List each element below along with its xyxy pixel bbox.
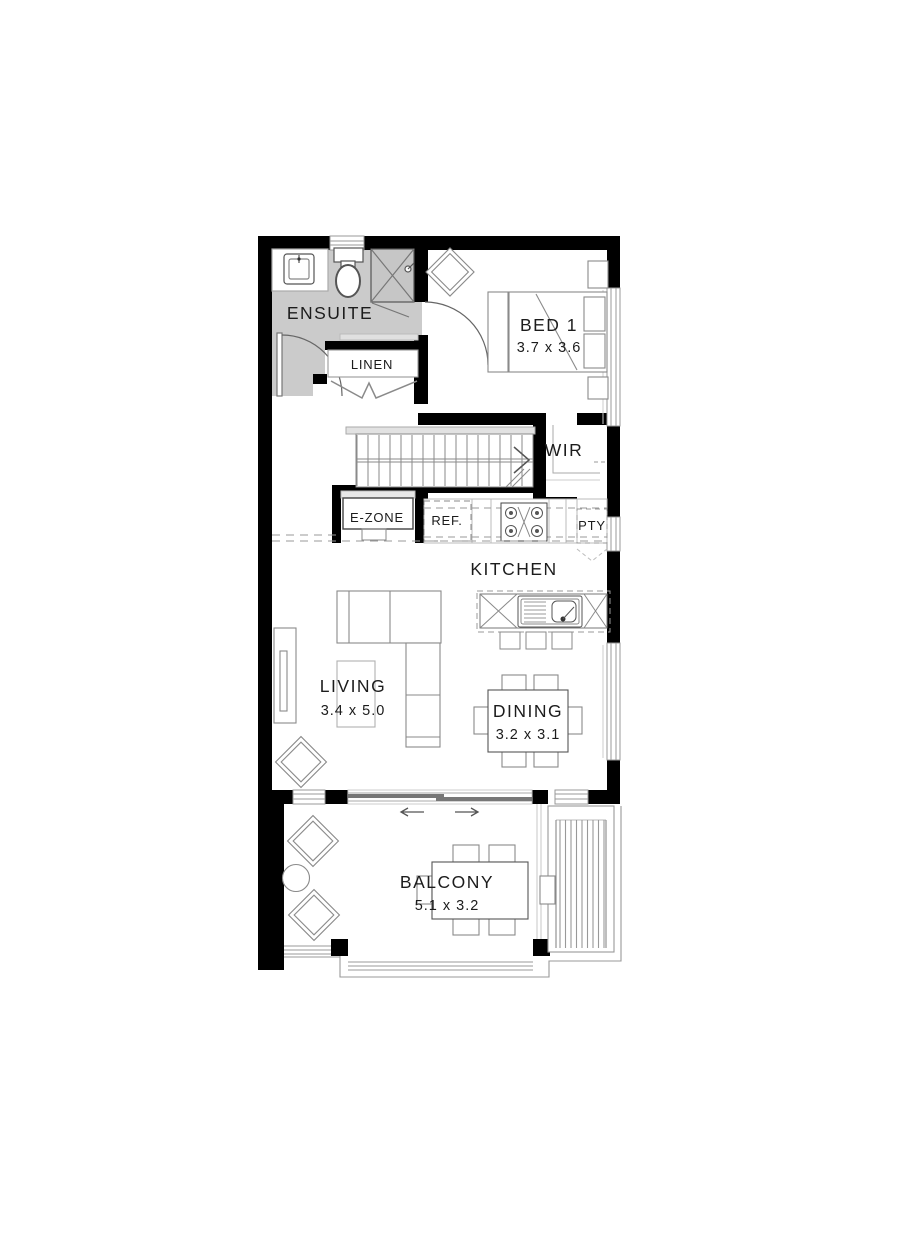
linen-cupboard — [327, 349, 419, 378]
ezone-chair — [361, 528, 387, 541]
armchair — [425, 247, 475, 297]
room-label-bed1: BED 1 — [520, 315, 578, 335]
room-label-wir: WIR — [545, 440, 584, 460]
room-dims-balcony: 5.1 x 3.2 — [415, 898, 480, 914]
ezone-bench — [340, 490, 416, 499]
outdoor-chair — [488, 917, 516, 936]
dining-table — [487, 689, 569, 753]
toilet — [333, 247, 364, 298]
furniture-bed1 — [425, 247, 609, 400]
room-label-ensuite: ENSUITE — [287, 303, 373, 323]
furniture-living — [273, 590, 442, 789]
sliding-door — [347, 789, 533, 817]
balcony-post — [533, 939, 550, 956]
outdoor-chair — [452, 844, 480, 863]
room-dims-dining: 3.2 x 3.1 — [496, 727, 561, 743]
shower — [370, 248, 415, 318]
kitchen-fixtures — [272, 490, 608, 562]
sofa — [336, 590, 442, 748]
outdoor-dining — [416, 844, 556, 936]
outdoor-chair — [488, 844, 516, 863]
room-label-kitchen: KITCHEN — [470, 559, 557, 579]
dining-chair — [566, 706, 583, 735]
island-bench — [476, 590, 611, 650]
outdoor-lounge — [281, 814, 341, 942]
room-label-ezone: E-ZONE — [350, 510, 404, 525]
wir-shelving — [546, 425, 606, 481]
round-side-table — [281, 863, 311, 893]
louver-screen — [547, 805, 615, 953]
dining-chair — [533, 674, 559, 692]
dining-chair — [501, 674, 527, 692]
balcony-elements — [281, 804, 622, 978]
balcony-outline — [339, 806, 622, 978]
bedside-table — [587, 260, 609, 289]
cooktop — [500, 502, 548, 542]
bedside-table — [587, 376, 609, 400]
room-dims-living: 3.4 x 5.0 — [321, 703, 386, 719]
ensuite-fixtures — [271, 247, 415, 318]
room-label-dining: DINING — [493, 701, 563, 721]
dining-chair — [501, 750, 527, 768]
room-label-linen: LINEN — [351, 357, 393, 372]
pillow — [583, 333, 606, 369]
kitchen-sink — [517, 595, 583, 628]
balcony-railing — [284, 945, 333, 955]
windows — [292, 235, 621, 805]
linen-bifold-doors — [330, 380, 418, 400]
coffee-table — [336, 660, 376, 728]
labels: ENSUITE BED 1 3.7 x 3.6 LINEN WIR E-ZONE… — [287, 303, 606, 914]
furniture-dining — [473, 674, 583, 768]
outdoor-table — [431, 861, 529, 920]
room-label-living: LIVING — [320, 676, 386, 696]
bed-foot-bench — [487, 291, 509, 373]
stairs — [339, 333, 536, 488]
armchair — [274, 735, 328, 789]
vanity-basin — [271, 248, 329, 292]
room-dims-bed1: 3.7 x 3.6 — [517, 340, 582, 356]
doors — [276, 301, 489, 400]
island-stools — [499, 631, 573, 650]
room-label-balcony: BALCONY — [400, 872, 494, 892]
outdoor-chair — [539, 875, 556, 905]
room-label-pty: PTY — [578, 518, 606, 533]
balcony-railing — [348, 961, 533, 971]
balcony-post — [331, 939, 348, 956]
tv-unit — [273, 627, 297, 724]
dining-chair — [473, 706, 490, 735]
room-label-ref: REF. — [431, 513, 462, 528]
pillow — [583, 296, 606, 332]
dining-chair — [533, 750, 559, 768]
pantry-outline — [576, 508, 608, 544]
stair-direction-arrow — [513, 446, 531, 474]
walls — [258, 236, 620, 970]
outdoor-chair — [452, 917, 480, 936]
